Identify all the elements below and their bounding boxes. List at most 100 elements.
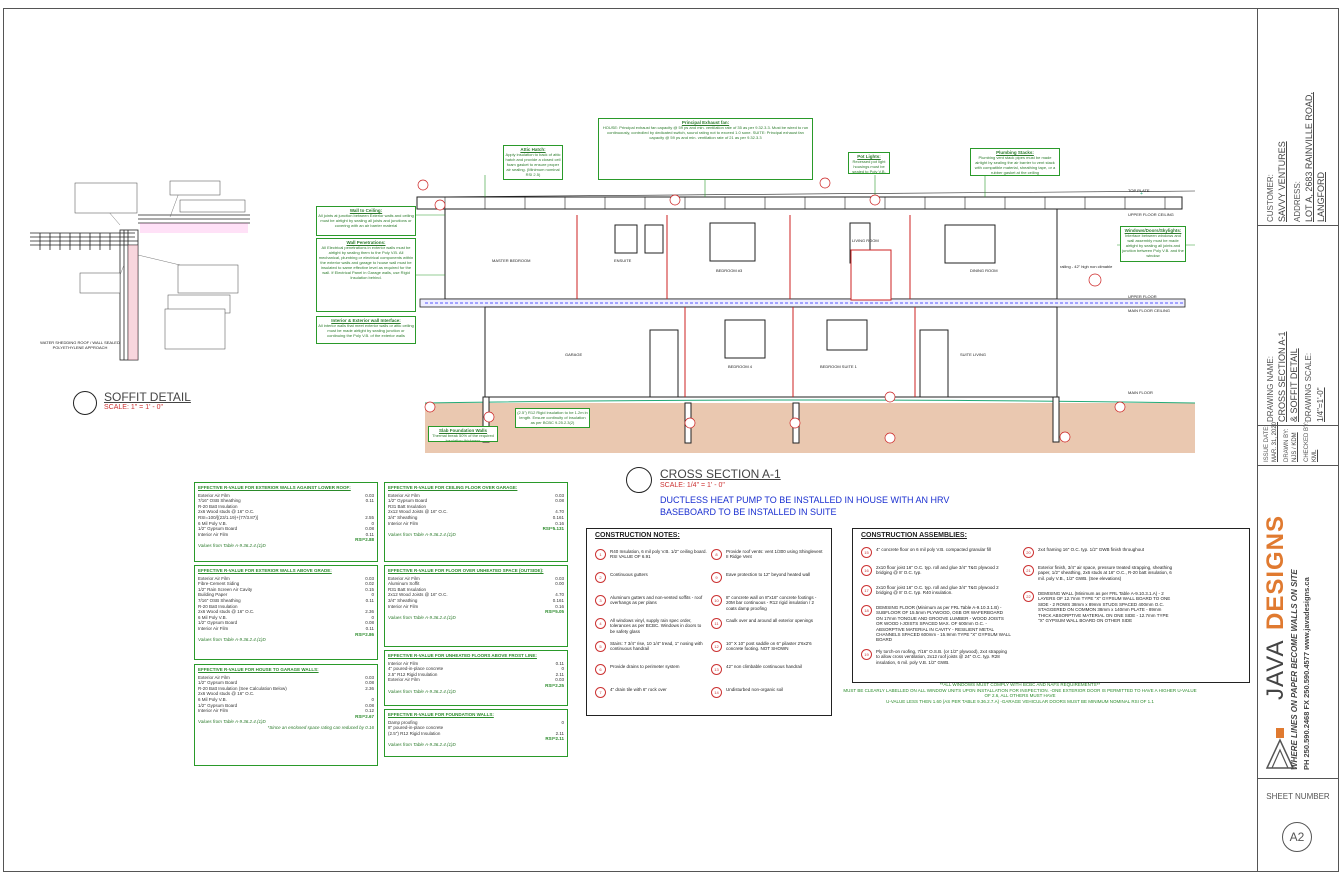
rvalue-rsi: RSI=2.11 [545, 736, 564, 742]
note-number-circle: 10 [711, 595, 722, 606]
level-main-ceiling: MAIN FLOOR CEILING [1128, 308, 1171, 313]
rvalue-source: Values from Table A-9.36.2.4.(1)D [388, 741, 456, 747]
rvalue-layer: 6 Mil Poly V.B. [198, 696, 227, 702]
company-tagline: WHERE LINES ON PAPER BECOME WALLS ON SIT… [1290, 569, 1299, 770]
rvalue-layer: 1/2" Gypsum Board [198, 702, 238, 708]
construction-note-item: 9 Eave protection to 12" beyond heated wa… [711, 572, 823, 583]
note-number-circle: 9 [711, 572, 722, 583]
tb-divider [1257, 465, 1339, 466]
title-block [1257, 8, 1339, 872]
rvalue-row: RSI=100/[(23/1.19)+(77/3.87)]2.55 [198, 515, 374, 521]
callout-attic-hatch: Attic Hatch:Apply insulation to back of … [503, 145, 563, 180]
room-garage: GARAGE [565, 352, 583, 357]
rvalue-row: 2x12 Wood Joists @ 16" O.C.4.70 [388, 592, 564, 598]
rvalue-layer: RSI=100/[(23/1.19)+(77/3.87)] [198, 514, 259, 520]
rvalue-layer: Exterior Air Film [198, 575, 230, 581]
note-text: Aluminum gutters and non-vented soffits … [610, 595, 703, 606]
assembly-text: Exterior finish, 3/4" air space, pressur… [1038, 565, 1173, 581]
construction-note-item: 14 Undisturbed non-organic soil [711, 687, 823, 698]
rvalue-layer: R31 Batt Insulation [388, 586, 427, 592]
level-upper-ceiling: UPPER FLOOR CEILING [1128, 212, 1174, 217]
rvalue-amount: 0 [371, 614, 374, 620]
rvalue-layer: Exterior Air Film [388, 492, 420, 498]
rvalue-rsi: RSI=2.67 [355, 713, 374, 719]
company-logo-icon [1265, 728, 1295, 769]
note-number-circle: 14 [711, 687, 722, 698]
assembly-text: 2x10 floor joist 16" O.C. typ. roll and … [876, 565, 999, 576]
assembly-text: 4" concrete floor on 6 mil poly V.B. com… [876, 547, 991, 552]
rvalue-title: EFFECTIVE R-VALUE FOR UNHEATED FLOORS AB… [388, 653, 537, 658]
callout-wall-to-ceiling: Wall to Ceiling:All joints at junction b… [316, 206, 416, 236]
rvalue-amount: 0 [371, 520, 374, 526]
note-number-circle: 8 [711, 549, 722, 560]
rvalue-row: R-20 Batt Insulation [198, 604, 374, 610]
rvalue-layer: Interior Air Film [198, 625, 229, 631]
rvalue-row: 4" poured-in-place concrete 0 [388, 666, 564, 672]
company-name-designs: DESIGNS [1262, 514, 1289, 630]
rvalue-layer: R31 Batt Insulation [388, 503, 427, 509]
drawing-name-line1: CROSS SECTION A-1 [1277, 331, 1287, 422]
rvalue-layer: 1/2" Gypsum Board [198, 680, 238, 686]
rvalue-layer: 6 Mil Poly V.B. [198, 520, 227, 526]
cross-section-drawing: + [405, 175, 1196, 453]
rvalue-amount: 0.08 [365, 680, 374, 686]
note-text: Undisturbed non-organic soil [726, 687, 784, 692]
room-ensuite: ENSUITE [614, 258, 632, 263]
rvalue-layer: Building Paper [198, 592, 228, 598]
rvalue-amount: 0.12 [365, 708, 374, 714]
note-text: 10" X 10" post saddle on 6" pilaster 2'6… [726, 641, 812, 652]
rvalue-layer: R-20 Batt Insulation (See Calculation Be… [198, 685, 287, 691]
rvalue-amount: 0 [561, 719, 564, 725]
rvalue-layer: Exterior Air Film [388, 575, 420, 581]
rvalue-amount: 4.70 [555, 592, 564, 598]
rvalue-amount: 0.11 [555, 660, 564, 666]
rvalue-layer: Exterior Air Film [388, 677, 420, 683]
rvalue-layer: 2x6 Wood studs @ 16" O.C. [198, 691, 255, 697]
rvalue-amount: 0.08 [555, 498, 564, 504]
note-text: 42" non climbable continuous handrail [726, 664, 802, 669]
rvalue-row: R-20 Batt Insulation [198, 504, 374, 510]
rvalue-layer: 2x6 Wood studs @ 16" O.C. [198, 609, 255, 615]
tb-divider [1257, 425, 1339, 426]
assembly-text: 2x10 floor joist 16" O.C. typ. roll and … [876, 585, 999, 596]
rvalue-source: Values from Table A-9.36.2.4.(1)D [198, 637, 266, 643]
rvalue-amount: 0.11 [365, 597, 374, 603]
rvalue-row: 6 Mil Poly V.B.0 [198, 697, 374, 703]
callout-pot-lights: Pot Lights:Recessed pot light housings m… [848, 152, 890, 174]
rvalue-title: EFFECTIVE R-VALUE FOR HOUSE TO GARAGE WA… [198, 667, 319, 672]
rvalue-rsi: RSI=2.25 [545, 682, 564, 688]
rvalue-title: EFFECTIVE R-VALUE FOR FLOOR OVER UNHEATE… [388, 568, 544, 573]
rvalue-layer: Exterior Air Film [198, 492, 230, 498]
rvalue-amount: 0 [561, 666, 564, 672]
note-text: 8" concrete wall on 8"x16" concrete foot… [726, 595, 817, 611]
assembly-number-circle: 19 [861, 649, 872, 660]
rvalue-source: Values from Table A-9.36.2.4.(1)D [388, 531, 456, 537]
callout-wall-penetrations: Wall Penetrations:All Electrical penetra… [316, 238, 416, 312]
callout-principal-exhaust: Principal Exhaust fan:HOUSE: Principal e… [598, 118, 813, 180]
level-main-floor: MAIN FLOOR [1128, 390, 1153, 395]
callout-windows-doors: Windows/Doors/Skylights:Interface betwee… [1120, 226, 1186, 262]
rvalue-layer: 4" poured-in-place concrete [388, 666, 444, 672]
level-upper-floor: UPPER FLOOR [1128, 294, 1157, 299]
rvalue-amount: 2.11 [555, 730, 564, 736]
drawing-scale-label: DRAWING SCALE: [1304, 352, 1313, 422]
note-text: Eave protection to 12" beyond heated wal… [726, 572, 811, 577]
section-scale: SCALE: 1/4" = 1' - 0" [660, 482, 725, 489]
assembly-number-circle: 17 [861, 585, 872, 596]
